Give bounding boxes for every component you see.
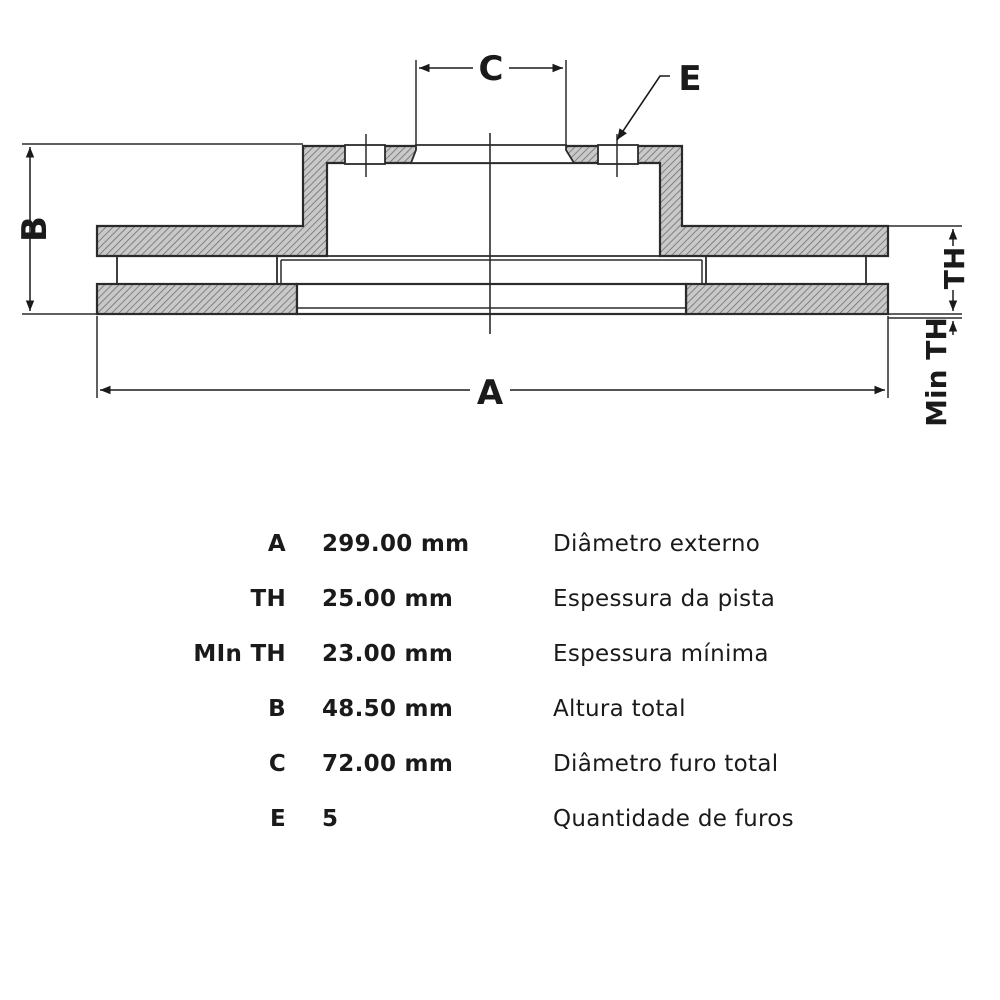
label-a: A: [477, 373, 504, 413]
spec-row-a: A 299.00 mm Diâmetro externo: [0, 524, 1000, 564]
dimension-a: A: [96, 316, 889, 413]
spec-row-c: C 72.00 mm Diâmetro furo total: [0, 744, 1000, 784]
spec-description: Espessura da pista: [553, 586, 776, 612]
label-th: TH: [938, 247, 971, 290]
dimension-th: TH: [888, 225, 971, 315]
dimension-e: E: [616, 59, 702, 141]
spec-code: B: [268, 696, 286, 722]
spec-description: Diâmetro externo: [553, 531, 761, 557]
bolt-hole-left: [344, 144, 386, 165]
spec-row-min-th: MIn TH 23.00 mm Espessura mínima: [0, 634, 1000, 674]
spec-row-th: TH 25.00 mm Espessura da pista: [0, 579, 1000, 619]
label-min-th: Min TH: [920, 317, 953, 427]
spec-code: A: [267, 531, 286, 557]
spec-row-b: B 48.50 mm Altura total: [0, 689, 1000, 729]
label-c: C: [479, 49, 504, 89]
vent-gap: [116, 256, 867, 284]
spec-value: 23.00 mm: [322, 641, 454, 667]
label-b: B: [15, 216, 55, 242]
brake-disc-cross-section-drawing: C E B A TH Min TH: [15, 49, 971, 427]
spec-code: E: [269, 806, 286, 832]
disc-lower-face-left: [95, 282, 299, 316]
label-e: E: [678, 59, 701, 99]
spec-description: Quantidade de furos: [553, 806, 794, 832]
dimension-min-th: Min TH: [888, 317, 962, 427]
spec-value: 299.00 mm: [322, 531, 470, 557]
hub-bore-opening: [409, 144, 576, 164]
spec-description: Altura total: [553, 696, 686, 722]
spec-value: 25.00 mm: [322, 586, 454, 612]
spec-value: 72.00 mm: [322, 751, 454, 777]
spec-value: 5: [322, 806, 339, 832]
spec-row-e: E 5 Quantidade de furos: [0, 799, 1000, 839]
disc-lower-face-right: [684, 282, 890, 316]
bolt-hole-right: [597, 144, 639, 165]
disc-lower-inner: [295, 282, 688, 316]
dimension-c: C: [415, 49, 567, 146]
dimension-b: B: [15, 143, 303, 315]
spec-description: Espessura mínima: [553, 641, 769, 667]
spec-code: C: [268, 751, 286, 777]
spec-value: 48.50 mm: [322, 696, 454, 722]
spec-code: TH: [250, 586, 286, 612]
spec-description: Diâmetro furo total: [553, 751, 779, 777]
spec-code: MIn TH: [193, 641, 286, 667]
